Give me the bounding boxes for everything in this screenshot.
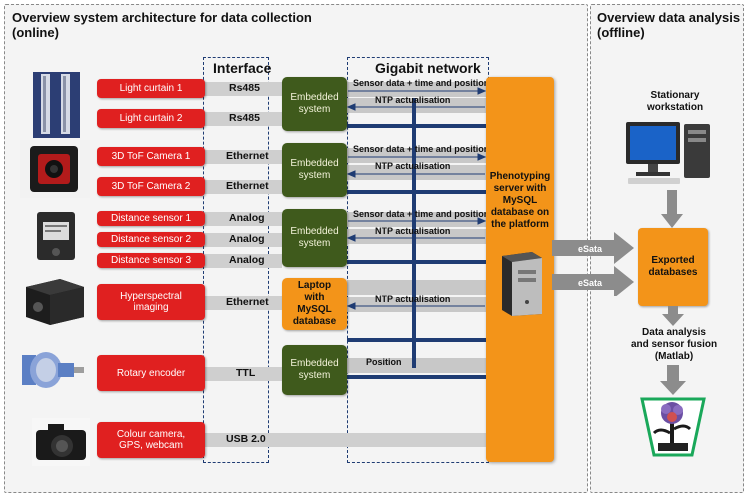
sensor-tof-camera-1: 3D ToF Camera 1 xyxy=(97,147,205,166)
if-band xyxy=(204,233,282,247)
if-band xyxy=(204,433,489,447)
if-band xyxy=(204,212,282,226)
sensor-hyperspectral: Hyperspectral imaging xyxy=(97,284,205,320)
sensor-distance-1: Distance sensor 1 xyxy=(97,211,205,226)
esata-label: eSata xyxy=(578,244,603,254)
ntp-label: NTP actualisation xyxy=(375,95,451,105)
network-link xyxy=(347,260,487,264)
interface-label: Ethernet xyxy=(226,180,269,192)
down-arrow xyxy=(662,306,684,326)
sensor-data-label: Sensor data + time and position xyxy=(353,78,490,88)
if-band xyxy=(204,150,282,164)
net-band xyxy=(347,98,487,113)
plant-analysis-icon xyxy=(640,397,706,457)
sensor-rotary-encoder: Rotary encoder xyxy=(97,355,205,391)
sensor-data-label: Sensor data + time and position xyxy=(353,144,490,154)
esata-label: eSata xyxy=(578,278,603,288)
server-tower-icon xyxy=(502,252,542,316)
interface-label: Rs485 xyxy=(229,82,260,94)
interface-label: Analog xyxy=(229,233,265,245)
network-link xyxy=(347,338,487,342)
net-band xyxy=(347,165,487,180)
server-label: Phenotyping server with MySQL database o… xyxy=(489,171,551,230)
sensor-colour-camera: Colour camera, GPS, webcam xyxy=(97,422,205,458)
if-band xyxy=(204,254,282,268)
workstation-icon xyxy=(626,122,710,184)
ntp-label: NTP actualisation xyxy=(375,226,451,236)
net-band xyxy=(347,297,487,312)
rotary-encoder-icon xyxy=(22,352,84,388)
network-title: Gigabit network xyxy=(375,60,481,76)
esata-arrows xyxy=(552,232,634,296)
online-panel-title: Overview system architecture for data co… xyxy=(12,10,312,40)
workstation-label: Stationary workstation xyxy=(646,90,704,113)
if-band xyxy=(204,82,282,96)
down-arrow xyxy=(660,365,686,395)
sensor-light-curtain-2: Light curtain 2 xyxy=(97,109,205,128)
light-curtain-icon xyxy=(33,72,80,138)
exported-databases: Exported databases xyxy=(638,228,708,306)
interface-label: Ethernet xyxy=(226,150,269,162)
net-band xyxy=(347,82,487,97)
sensor-light-curtain-1: Light curtain 1 xyxy=(97,79,205,98)
interface-label: Rs485 xyxy=(229,112,260,124)
interface-label: Analog xyxy=(229,212,265,224)
interface-label: TTL xyxy=(236,367,256,379)
network-bus xyxy=(412,98,416,368)
if-band xyxy=(204,367,282,381)
interface-label: USB 2.0 xyxy=(226,433,266,445)
interface-label: Ethernet xyxy=(226,296,269,308)
net-band xyxy=(347,229,487,244)
position-label: Position xyxy=(366,357,402,367)
if-band xyxy=(204,296,282,310)
ntp-label: NTP actualisation xyxy=(375,294,451,304)
hyperspectral-camera-icon xyxy=(26,279,84,325)
network-link xyxy=(347,375,487,379)
interface-label: Analog xyxy=(229,254,265,266)
network-arrows xyxy=(346,87,487,310)
sensor-distance-3: Distance sensor 3 xyxy=(97,253,205,268)
interface-title: Interface xyxy=(213,60,272,76)
sensor-tof-camera-2: 3D ToF Camera 2 xyxy=(97,177,205,196)
ntp-label: NTP actualisation xyxy=(375,161,451,171)
down-arrow xyxy=(661,190,683,228)
net-band xyxy=(347,212,487,227)
tof-camera-icon xyxy=(20,140,90,198)
network-link xyxy=(347,190,487,194)
sensor-fusion-label: Data analysis and sensor fusion (Matlab) xyxy=(630,327,718,362)
sensor-data-label: Sensor data + time and position xyxy=(353,209,490,219)
dslr-camera-icon xyxy=(32,418,90,466)
net-band xyxy=(347,280,487,295)
network-link xyxy=(347,124,487,128)
if-band xyxy=(204,180,282,194)
distance-sensor-icon xyxy=(37,212,75,260)
sensor-distance-2: Distance sensor 2 xyxy=(97,232,205,247)
if-band xyxy=(204,112,282,126)
offline-panel-title: Overview data analysis (offline) xyxy=(597,10,741,40)
net-band xyxy=(347,148,487,163)
net-band xyxy=(347,358,487,373)
